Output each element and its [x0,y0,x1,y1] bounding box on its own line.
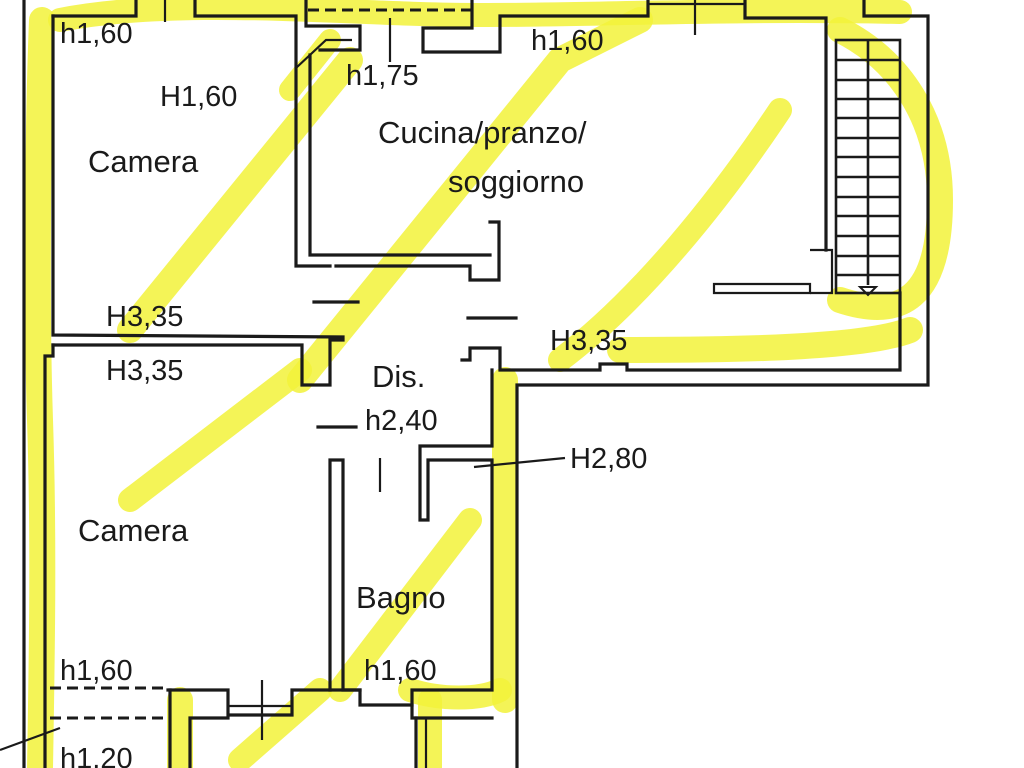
staircase [834,38,902,297]
height-label: h1,60 [60,18,133,50]
height-label: H1,60 [160,81,237,113]
stair-arrow-icon [857,286,879,297]
highlighter-marks [24,0,953,768]
room-labels: Camera Cucina/pranzo/ soggiorno Dis. Cam… [78,115,587,615]
room-label-camera-top: Camera [88,144,199,179]
height-label: H3,35 [550,325,627,357]
height-label: h1,60 [531,25,604,57]
height-label: h2,40 [365,405,438,437]
height-labels: h1,60 H1,60 h1,75 h1,60 H3,35 H3,35 H3,3… [60,18,647,768]
height-label: H2,80 [570,443,647,475]
room-label-bagno: Bagno [356,580,446,615]
room-label-cucina-line1: Cucina/pranzo/ [378,115,587,150]
height-label: h1,60 [364,655,437,687]
height-label: h1,20 [60,743,133,768]
height-label: h1,75 [346,60,419,92]
room-label-dis: Dis. [372,359,425,394]
room-label-camera-bottom: Camera [78,513,189,548]
height-label: H3,35 [106,355,183,387]
walls [0,0,930,768]
height-label: H3,35 [106,301,183,333]
height-label: h1,60 [60,655,133,687]
room-label-cucina-line2: soggiorno [448,164,584,199]
